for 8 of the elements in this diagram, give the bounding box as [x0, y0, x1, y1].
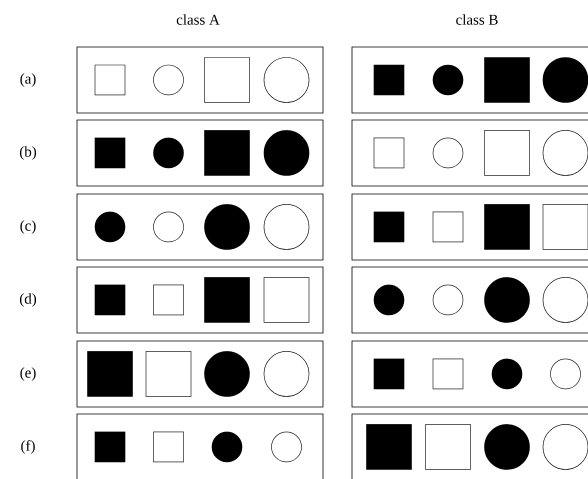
column-heading: class B: [456, 14, 498, 25]
row-label: (b): [20, 146, 36, 160]
row-label: (f): [21, 440, 35, 454]
row-label: (a): [20, 73, 36, 87]
row-label: (e): [20, 367, 36, 381]
column-heading: class A: [176, 14, 220, 25]
row-label: (c): [20, 220, 36, 234]
row-label: (d): [20, 293, 36, 307]
